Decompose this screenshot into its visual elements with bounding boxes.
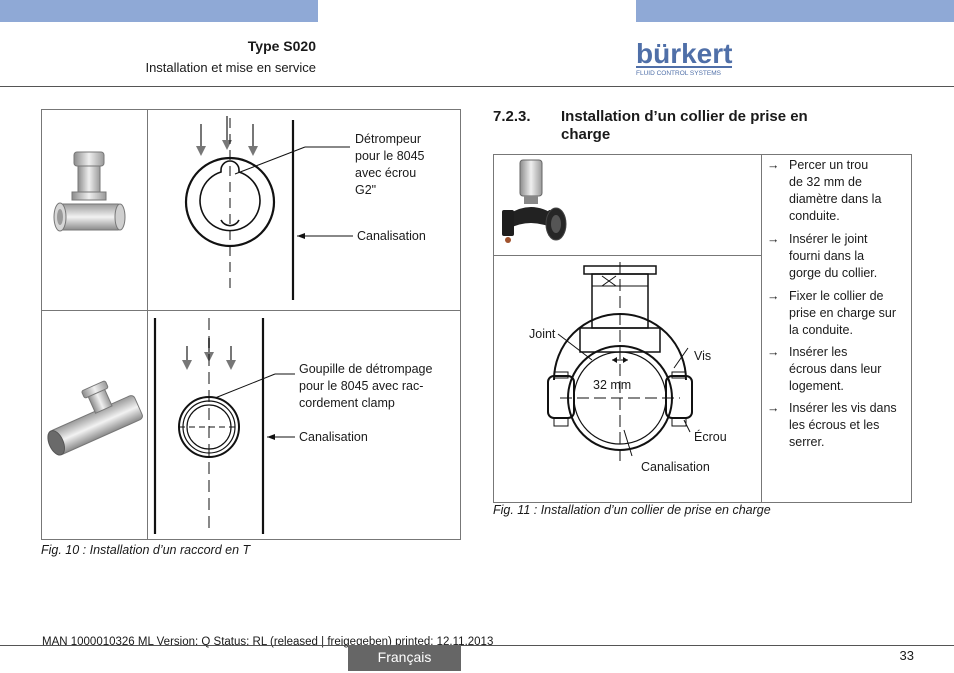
- step-2-text: Insérer le joint fourni dans la gorge du…: [789, 232, 878, 280]
- doc-type-title: Type S020: [247, 38, 316, 54]
- canalisation-label-2: Canalisation: [299, 430, 368, 444]
- footer-rule: [0, 645, 954, 646]
- fig10-diagram-2: [153, 318, 295, 534]
- joint-label: Joint: [529, 327, 556, 341]
- detrompeur-label: Détrompeur pour le 8045 avec écrou G2": [355, 132, 425, 197]
- fig10-caption: Fig. 10 : Installation d’un raccord en T: [41, 543, 251, 557]
- canalisation-label-3: Canalisation: [641, 460, 710, 474]
- clamp-tee-photo: [47, 380, 143, 456]
- logo-wordmark: bürkert: [636, 38, 732, 69]
- language-tab: Français: [348, 645, 461, 671]
- fig10-col-divider: [147, 109, 148, 540]
- step-3: → Fixer le collier de prise en charge su…: [767, 288, 911, 339]
- header-bar-left: [0, 0, 318, 22]
- step-4: → Insérer les écrous dans leur logement.: [767, 344, 911, 395]
- step-1-text: Percer un trou de 32 mm de diamètre dans…: [789, 158, 882, 223]
- dimension-label: 32 mm: [593, 378, 632, 392]
- header-rule: [0, 86, 954, 87]
- fig11-caption: Fig. 11 : Installation d’un collier de p…: [493, 503, 771, 517]
- doc-section-subtitle: Installation et mise en service: [145, 60, 316, 75]
- step-3-text: Fixer le collier de prise en charge sur …: [789, 289, 897, 337]
- step-4-text: Insérer les écrous dans leur logement.: [789, 345, 882, 393]
- burkert-logo: bürkert FLUID CONTROL SYSTEMS: [636, 38, 732, 78]
- t-fitting-photo: [53, 151, 126, 232]
- header-bar-right: [636, 0, 954, 22]
- goupille-label: Goupille de détrompage pour le 8045 avec…: [299, 362, 433, 410]
- step-1: → Percer un trou de 32 mm de diamètre da…: [767, 157, 911, 225]
- fig10-diagram-1: [184, 116, 353, 300]
- fig11-col-divider: [761, 154, 762, 503]
- step-2: → Insérer le joint fourni dans la gorge …: [767, 231, 911, 282]
- logo-tagline: FLUID CONTROL SYSTEMS: [636, 70, 722, 77]
- saddle-clamp-photo: [502, 159, 567, 243]
- step-5-text: Insérer les vis dans les écrous et les s…: [789, 401, 897, 449]
- saddle-section-diagram: [547, 262, 693, 462]
- arrow-right-icon: →: [767, 345, 780, 359]
- arrow-right-icon: →: [767, 232, 780, 246]
- section-title: Installation d’un collier de prise en ch…: [561, 108, 808, 143]
- ecrou-label: Écrou: [694, 430, 727, 444]
- fig10-row-divider: [41, 310, 461, 311]
- arrow-right-icon: →: [767, 158, 780, 172]
- page-number: 33: [899, 648, 914, 663]
- step-5: → Insérer les vis dans les écrous et les…: [767, 400, 911, 451]
- section-number: 7.2.3.: [493, 108, 531, 125]
- arrow-right-icon: →: [767, 401, 780, 415]
- arrow-right-icon: →: [767, 289, 780, 303]
- canalisation-label-1: Canalisation: [357, 229, 426, 243]
- fig10-table: [41, 109, 461, 540]
- vis-label: Vis: [694, 349, 712, 363]
